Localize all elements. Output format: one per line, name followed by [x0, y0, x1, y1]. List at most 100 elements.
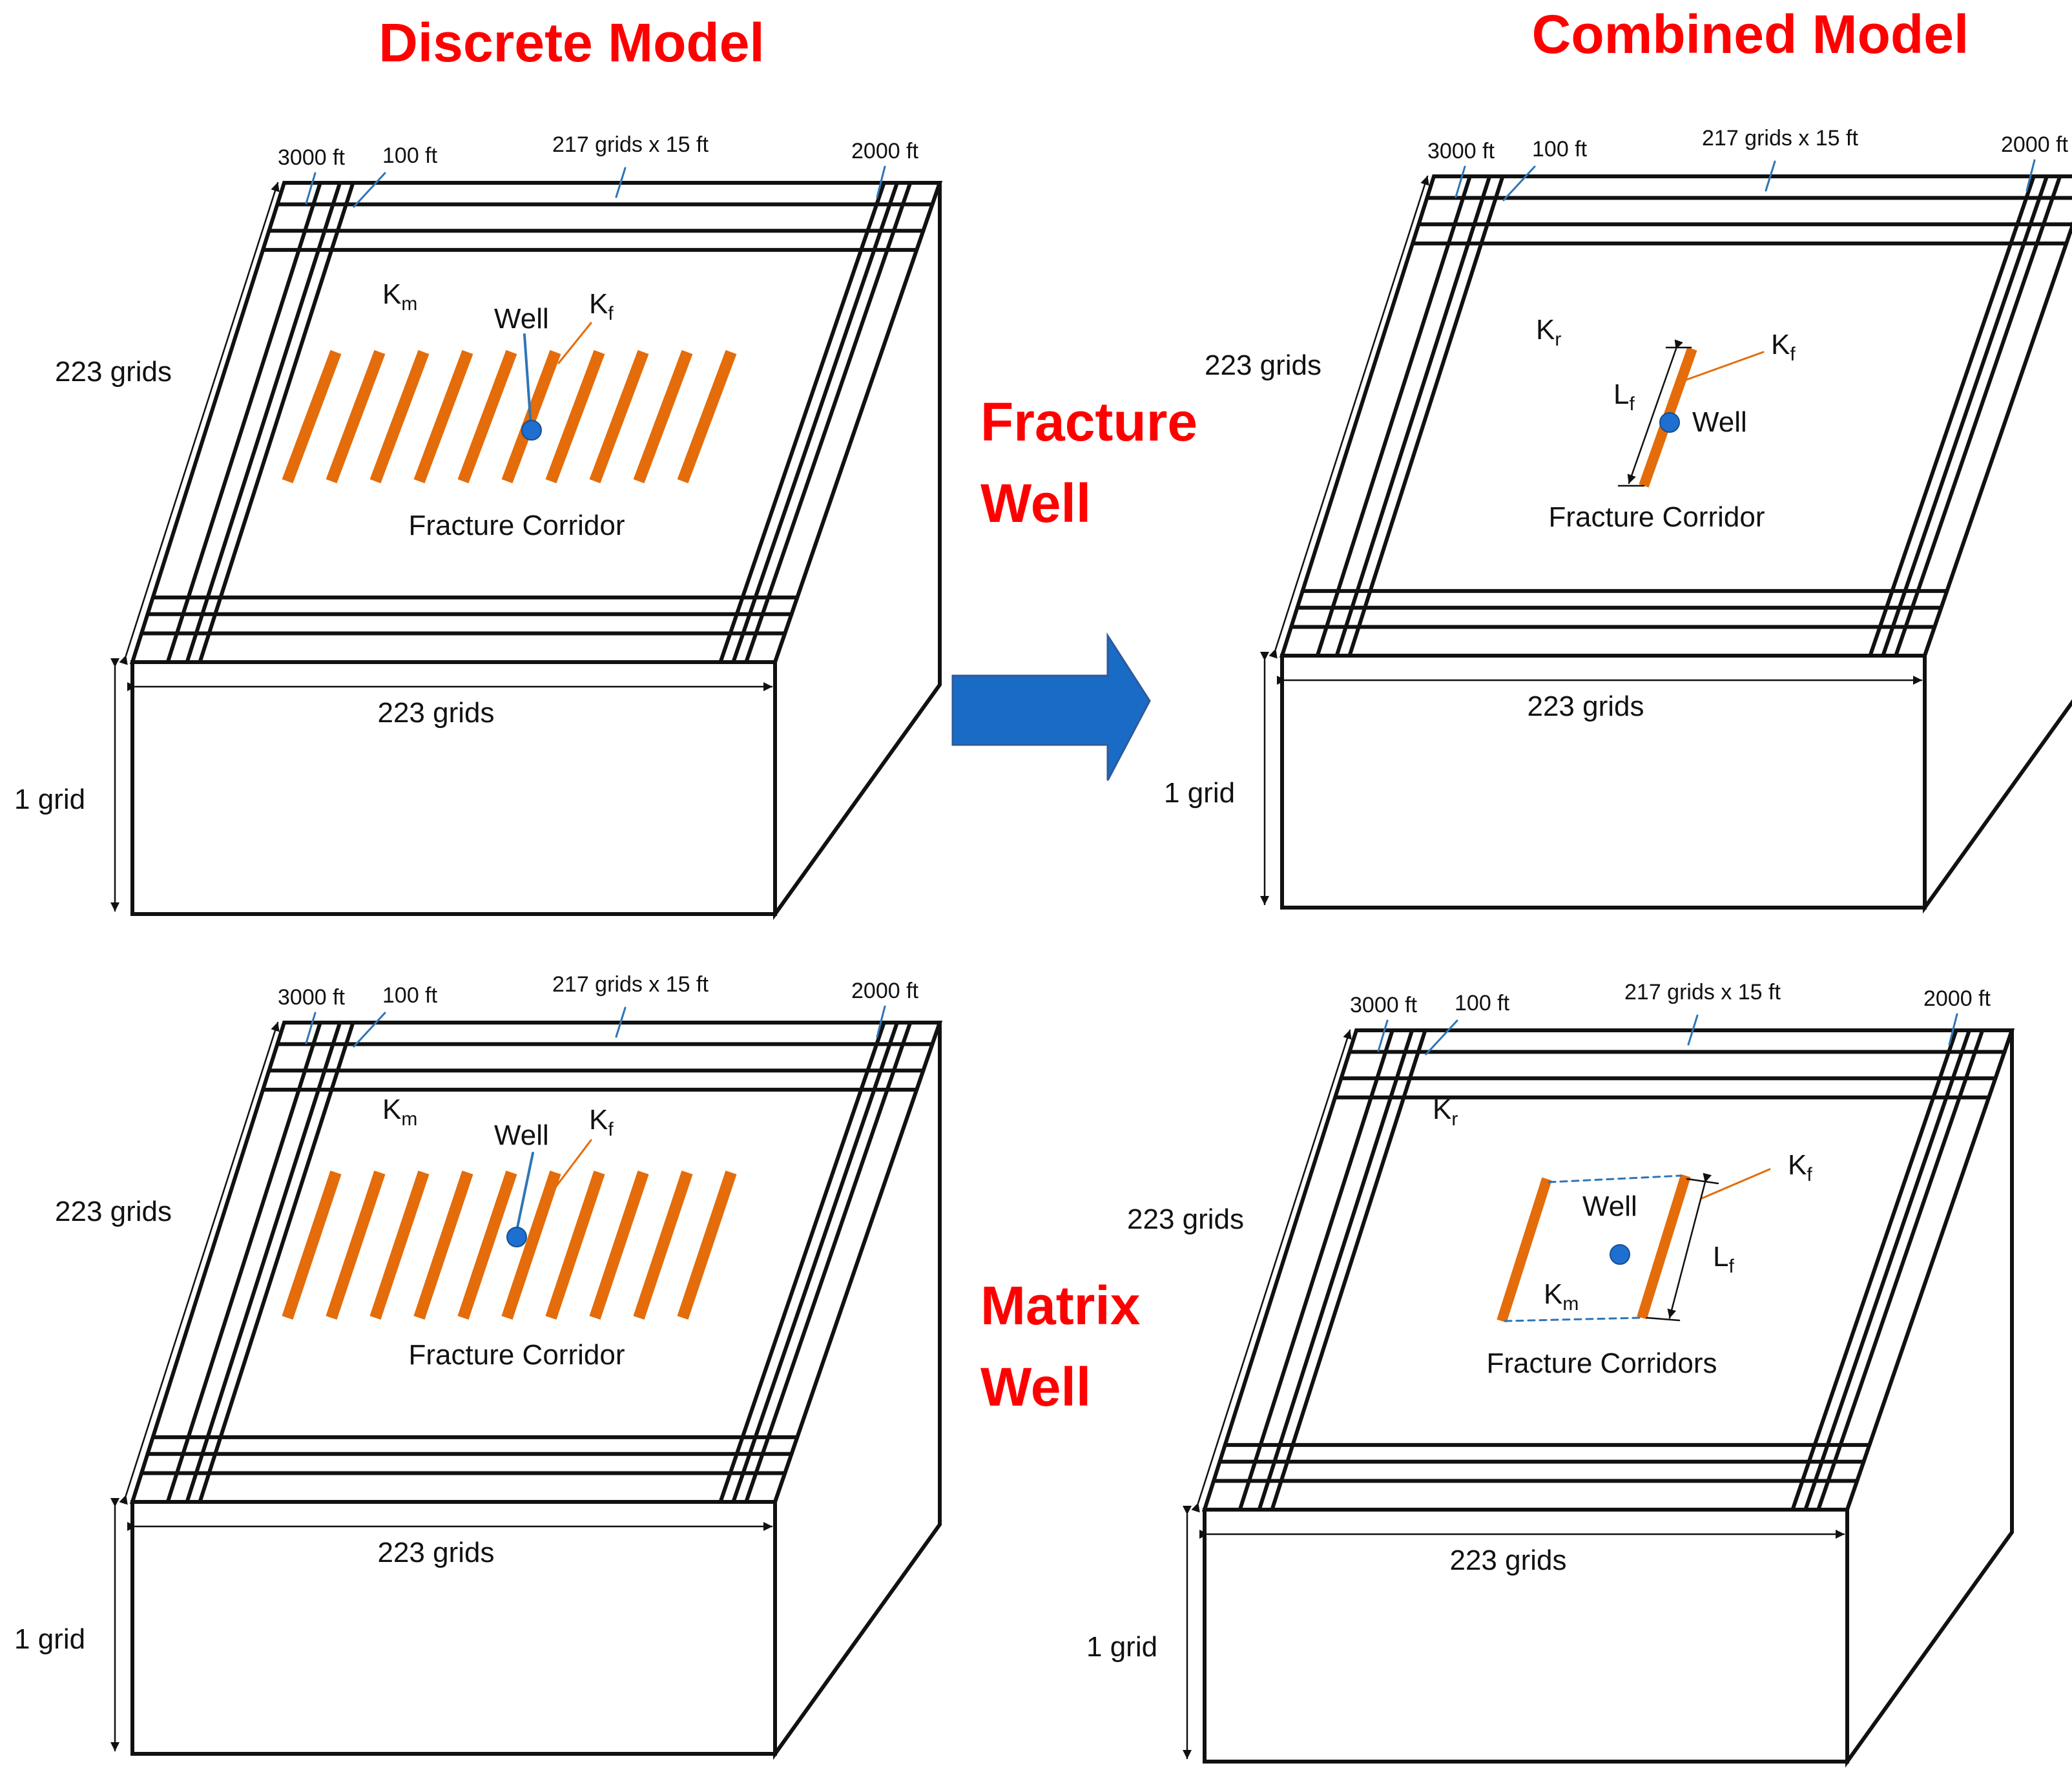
front-face	[130, 1500, 777, 1756]
leader-100ft	[1425, 1019, 1458, 1056]
dim-label-100ft: 100 ft	[1532, 137, 1588, 161]
dim-arrow-lf	[1627, 339, 1683, 484]
fracture-corridor	[589, 1171, 649, 1320]
grid-line-slanted	[1816, 1028, 1985, 1512]
side-face	[1923, 221, 2072, 914]
label-223-grids-width: 223 grids	[1449, 1545, 1566, 1576]
fracture-corridor	[326, 1171, 386, 1320]
dim-arrow-depth	[1269, 175, 1429, 659]
leader-3000ft	[305, 172, 316, 205]
leader-2000ft	[1948, 1013, 1958, 1046]
well-marker	[506, 1227, 527, 1247]
label-223-grids-width: 223 grids	[377, 697, 494, 729]
side-label-fracture-well: Fracture Well	[980, 391, 1197, 534]
dim-label-100ft: 100 ft	[382, 983, 438, 1008]
well-marker	[1610, 1244, 1630, 1265]
lf-tick-top	[1686, 1178, 1719, 1185]
label-fracture-corridor: Fracture Corridor	[1549, 501, 1765, 533]
label-1-grid: 1 grid	[1164, 777, 1235, 809]
label-223-grids-width: 223 grids	[377, 1537, 494, 1568]
label-well: Well	[494, 303, 549, 335]
dim-label-217-grids: 217 grids x 15 ft	[1702, 126, 1858, 151]
heading-combined-model: Combined Model	[1532, 4, 1969, 65]
dim-arrow-depth	[1191, 1029, 1352, 1513]
leader-kf	[1681, 351, 1765, 382]
label-lf: Lf	[1613, 379, 1635, 415]
dim-label-2000ft: 2000 ft	[2001, 132, 2069, 157]
leader-well	[515, 1152, 534, 1232]
leader-217-grids	[1687, 1014, 1699, 1046]
side-face	[1845, 1030, 2014, 1768]
label-223-grids-width: 223 grids	[1527, 691, 1644, 722]
label-fracture-corridor: Fracture Corridor	[409, 510, 625, 541]
dim-label-217-grids: 217 grids x 15 ft	[1624, 980, 1781, 1004]
leader-3000ft	[305, 1012, 316, 1045]
dim-arrow-depth	[119, 1021, 280, 1505]
svg-text:Well: Well	[980, 1357, 1091, 1417]
grid-line-slanted	[744, 181, 913, 664]
fracture-corridor	[501, 1171, 561, 1320]
fracture-corridor	[633, 1171, 693, 1320]
fracture-corridor-set	[282, 349, 737, 484]
svg-text:Well: Well	[980, 473, 1091, 534]
fracture-corridor	[589, 349, 649, 484]
grid-line-slanted	[744, 1021, 913, 1504]
label-223-grids-depth: 223 grids	[55, 356, 172, 388]
label-223-grids-depth: 223 grids	[55, 1196, 172, 1227]
label-kf: Kf	[589, 288, 614, 324]
fracture-corridor	[413, 1171, 473, 1320]
svg-text:Fracture: Fracture	[980, 391, 1197, 452]
fracture-corridor	[677, 1171, 737, 1320]
dim-label-2000ft: 2000 ft	[851, 979, 919, 1003]
dim-label-3000ft: 3000 ft	[278, 145, 346, 170]
fracture-corridor	[413, 349, 473, 484]
leader-well	[523, 333, 532, 428]
fracture-corridor	[369, 1171, 430, 1320]
dim-label-3000ft: 3000 ft	[1427, 139, 1495, 163]
well-marker	[1659, 412, 1680, 433]
leader-kf	[1701, 1168, 1771, 1200]
label-km: Km	[382, 278, 417, 315]
grid-line-slanted	[1790, 1028, 1958, 1512]
fracture-corridor	[326, 349, 386, 484]
side-face	[773, 1022, 942, 1760]
heading-discrete-model: Discrete Model	[378, 12, 765, 73]
leader-kf	[557, 322, 592, 364]
leader-100ft	[1502, 165, 1536, 202]
label-kf: Kf	[1771, 329, 1796, 365]
dim-label-2000ft: 2000 ft	[851, 139, 919, 163]
fracture-corridor	[282, 1171, 342, 1320]
dim-label-100ft: 100 ft	[1455, 991, 1510, 1015]
dim-label-100ft: 100 ft	[382, 143, 438, 168]
panel-combined-fracture-well: 3000 ft 100 ft 217 grids x 15 ft 2000 ft 223…	[1164, 126, 2072, 914]
fracture-corridor	[369, 349, 430, 484]
front-face	[1203, 1508, 1849, 1764]
grid-line-slanted	[1803, 1028, 1972, 1512]
grid-line-slanted	[718, 181, 886, 664]
label-fracture-corridors: Fracture Corridors	[1487, 1348, 1717, 1379]
label-well: Well	[1692, 406, 1747, 438]
leader-100ft	[353, 1012, 386, 1048]
label-223-grids-depth: 223 grids	[1127, 1203, 1244, 1235]
dim-arrow-depth	[119, 182, 280, 665]
dim-label-217-grids: 217 grids x 15 ft	[552, 132, 709, 157]
leader-217-grids	[615, 1006, 627, 1038]
dim-arrow-lf	[1667, 1172, 1712, 1319]
lf-tick-bottom	[1646, 1316, 1681, 1322]
label-kf: Kf	[1788, 1149, 1812, 1185]
dim-label-2000ft: 2000 ft	[1923, 986, 1991, 1011]
leader-2000ft	[876, 1005, 886, 1038]
grid-line-slanted	[718, 1021, 886, 1504]
side-face	[773, 182, 942, 921]
grid-line-slanted	[1894, 174, 2062, 658]
fracture-corridor	[677, 349, 737, 484]
label-1-grid: 1 grid	[1086, 1631, 1157, 1663]
grid-line-slanted	[731, 181, 900, 664]
grid-line-slanted	[1868, 174, 2036, 658]
front-face	[130, 660, 777, 916]
leader-3000ft	[1377, 1019, 1389, 1052]
dim-label-217-grids: 217 grids x 15 ft	[552, 972, 709, 997]
